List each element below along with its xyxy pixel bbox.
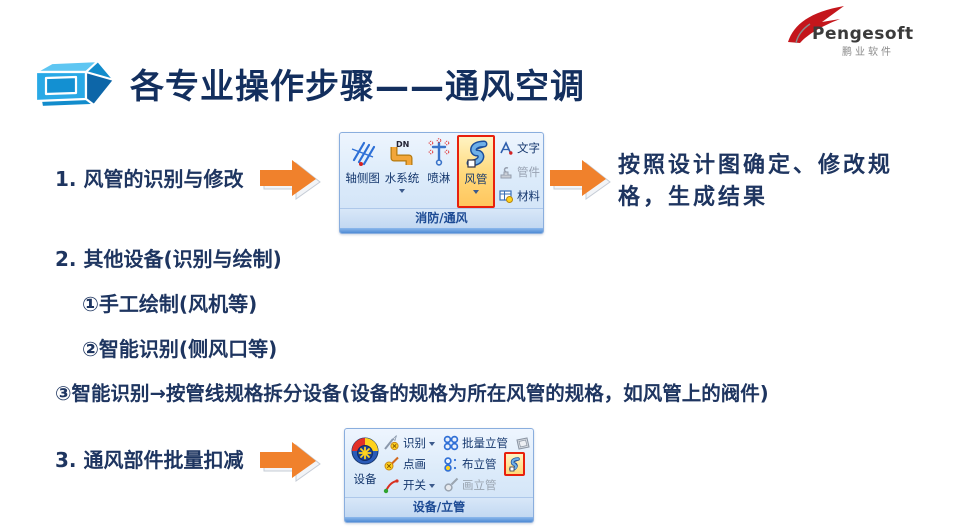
button-label: 画立管 [462, 478, 497, 492]
text-tool-icon [500, 140, 513, 155]
water-system-icon: DN [390, 140, 413, 165]
pipe-fitting-icon [500, 166, 512, 178]
button-batch-riser[interactable]: 批量立管 [443, 434, 531, 452]
button-label: 管件 [517, 164, 540, 179]
page-title: 各专业操作步骤——通风空调 [130, 66, 585, 107]
step1-label: 1. 风管的识别与修改 [55, 167, 244, 191]
step3-label: 3. 通风部件批量扣减 [55, 448, 244, 472]
switch-icon [383, 479, 399, 494]
place-riser-icon [444, 457, 457, 472]
spacer [360, 189, 366, 193]
ribbon-group-label: 设备/立管 [345, 497, 533, 517]
button-label: 布立管 [462, 457, 497, 471]
materials-icon [499, 189, 513, 203]
batch-riser-icon [443, 435, 459, 451]
button-label: 文字 [517, 140, 540, 155]
logo-brand: Pengesoft [812, 24, 914, 44]
button-label: 水系统 [384, 171, 420, 185]
toolbar-mid-column: 识别 点画 开关 [382, 432, 435, 497]
button-place-riser[interactable]: 布立管 [443, 452, 531, 476]
recognize-icon [384, 435, 399, 451]
spacer [436, 189, 442, 193]
svg-text:DN: DN [396, 140, 409, 149]
arrow-icon [260, 442, 321, 482]
button-label: 批量立管 [462, 436, 508, 450]
toolbar-equipment-riser: 设备 识别 [344, 428, 534, 523]
step2-sub2: ②智能识别(侧风口等) [82, 337, 278, 361]
title-row: 各专业操作步骤——通风空调 [28, 52, 585, 114]
toolbar-right-column: 批量立管 布立管 [443, 432, 531, 497]
button-draw-riser[interactable]: 画立管 [443, 476, 531, 494]
button-pipe-fittings[interactable]: 管件 [498, 163, 540, 180]
draw-riser-icon [444, 477, 459, 492]
button-recognize[interactable]: 识别 [382, 434, 435, 452]
button-point-draw[interactable]: 点画 [382, 455, 435, 473]
logo-subtitle: 鹏业软件 [842, 47, 894, 58]
air-duct-highlighted-icon[interactable] [503, 452, 525, 476]
ribbon-group-label: 消防/通风 [340, 208, 543, 228]
button-text[interactable]: 文字 [498, 139, 540, 156]
title-bullet-icon [34, 59, 116, 109]
toolbar-side-column: 文字 管件 材料 [496, 136, 540, 208]
ribbon-footer-bar [345, 517, 533, 522]
button-label: 点画 [403, 457, 426, 471]
equipment-icon [351, 437, 379, 465]
button-axonometric[interactable]: 轴侧图 [343, 136, 382, 208]
button-label: 轴侧图 [345, 171, 380, 185]
logo-swoosh-icon [788, 6, 844, 44]
button-label: 开关 [403, 478, 426, 492]
button-materials[interactable]: 材料 [498, 187, 540, 204]
dropdown-caret [398, 189, 405, 193]
button-label: 喷淋 [427, 171, 451, 185]
axonometric-icon [351, 141, 375, 166]
toolbar-fire-ventilation: 轴侧图 DN 水系统 [339, 132, 544, 234]
dropdown-caret [429, 483, 435, 488]
dropdown-caret [472, 190, 479, 194]
ribbon-footer-bar [340, 228, 543, 233]
arrow-icon [550, 160, 611, 200]
sprinkler-icon [428, 138, 450, 166]
button-water-system[interactable]: DN 水系统 [382, 136, 421, 208]
step2-sub3: ③智能识别→按管线规格拆分设备(设备的规格为所在风管的规格，如风管上的阀件) [55, 382, 769, 405]
point-draw-icon [384, 456, 399, 471]
air-duct-icon [466, 140, 488, 168]
button-label: 设备 [353, 472, 377, 486]
selection-frame-icon [516, 436, 530, 450]
step1-result-text: 按照设计图确定、修改规格，生成结果 [618, 153, 894, 210]
button-air-duct-highlighted[interactable]: 风管 [456, 135, 495, 208]
button-label: 材料 [517, 188, 540, 203]
logo: Pengesoft 鹏业软件 [780, 2, 950, 60]
button-label: 风管 [464, 172, 488, 186]
button-label: 识别 [403, 436, 426, 450]
button-switch[interactable]: 开关 [382, 476, 435, 494]
arrow-icon [260, 160, 321, 200]
step2-sub1: ①手工绘制(风机等) [82, 292, 258, 316]
button-equipment[interactable]: 设备 [348, 432, 382, 497]
step2-label: 2. 其他设备(识别与绘制) [55, 247, 282, 271]
button-sprinkler[interactable]: 喷淋 [422, 136, 456, 208]
dropdown-caret [429, 441, 435, 446]
